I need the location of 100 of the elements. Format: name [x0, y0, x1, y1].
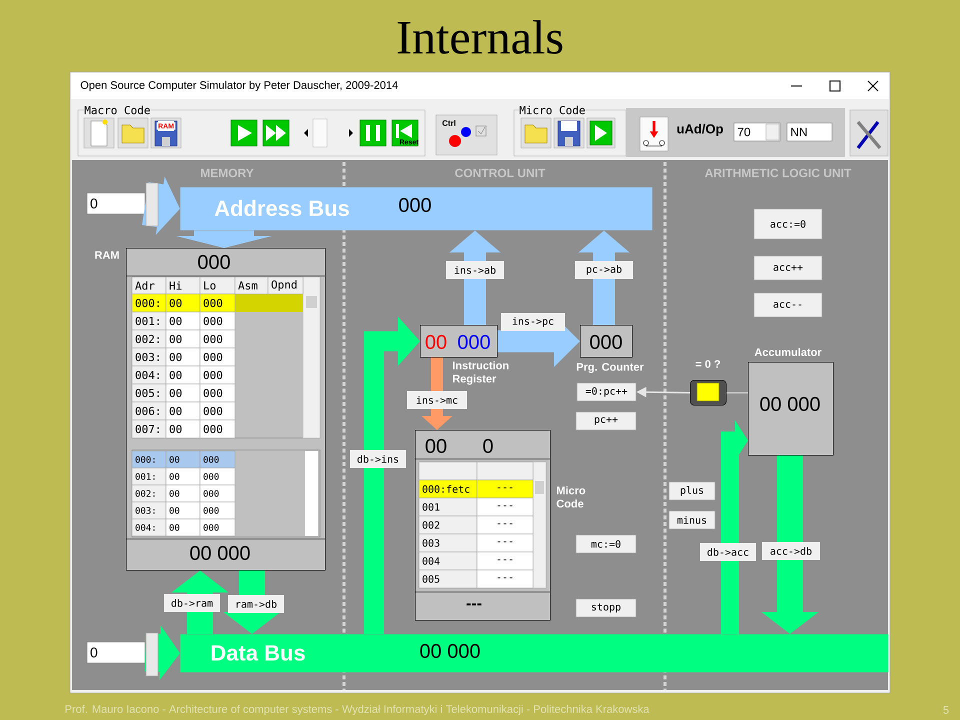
table-cell: 00 — [166, 294, 200, 312]
control-button: Ctrl — [436, 114, 498, 156]
table-cell: 000:fetc — [418, 480, 478, 498]
table-cell: 00 — [166, 518, 200, 536]
table-cell: 00 — [166, 484, 200, 502]
display-value: 000 — [458, 334, 490, 350]
table-cell: 00 — [166, 330, 200, 348]
table-cell: 00 — [166, 420, 200, 438]
table-cell: 000 — [200, 294, 236, 312]
control-button: mc:=0 — [576, 534, 636, 554]
register-caption: Prg. Counter — [576, 363, 644, 373]
edge-label: ins->ab — [446, 261, 504, 279]
table-cell: 006: — [132, 402, 166, 420]
table-cell: 000 — [200, 420, 236, 438]
window-title: Open Source Computer Simulator by Peter Dauscher, 2009-2014 — [80, 80, 398, 92]
number-field: 70 — [734, 122, 780, 142]
table-cell: --- — [476, 552, 534, 570]
display-value: 00 000 — [190, 546, 250, 560]
edge-label: db->acc — [700, 543, 756, 561]
display-value: 000 — [198, 254, 230, 270]
text-field: NN — [786, 122, 832, 142]
table-cell: 005: — [132, 384, 166, 402]
table-cell: 001: — [132, 468, 166, 486]
table-cell: --- — [476, 516, 534, 534]
register-caption: Micro Code — [556, 486, 586, 508]
edge-label: ram->db — [228, 595, 284, 613]
register-caption: Instruction Register — [453, 361, 508, 385]
table-cell: --- — [476, 570, 534, 588]
table-cell: Opnd — [268, 276, 304, 294]
bus-label: Data Bus — [212, 645, 305, 661]
table-cell: --- — [476, 498, 534, 516]
display-value: 00 — [426, 334, 446, 350]
edge-label: ins->pc — [501, 313, 565, 331]
display-value: --- — [466, 603, 482, 606]
display-value: 00 — [426, 438, 446, 454]
register-caption: = 0 ? — [696, 360, 720, 368]
table-cell: 000 — [200, 330, 236, 348]
control-button: acc-- — [754, 292, 822, 318]
control-button: acc:=0 — [754, 208, 822, 240]
display-value: 000 — [399, 198, 431, 212]
table-cell: 007: — [132, 420, 166, 438]
table-cell: --- — [476, 534, 534, 552]
table-cell: 000 — [200, 450, 236, 468]
table-cell: 003: — [132, 502, 166, 520]
table-cell: Lo — [200, 276, 236, 294]
table-cell: 00 — [166, 402, 200, 420]
table-cell: 002: — [132, 484, 166, 502]
display-value: 0 — [483, 438, 493, 454]
table-cell: 004: — [132, 518, 166, 536]
table-cell: 00 — [166, 312, 200, 330]
register-caption: RAM — [95, 251, 119, 259]
table-cell: 00 — [166, 366, 200, 384]
page-number: 5 — [943, 706, 949, 714]
edge-label: pc->ab — [575, 261, 633, 279]
table-cell: 00 — [166, 384, 200, 402]
section-heading: ARITHMETIC LOGIC UNIT — [704, 168, 852, 178]
bus-arrow — [721, 420, 748, 634]
edge-label: db->ins — [350, 450, 406, 468]
table-cell: --- — [476, 480, 534, 498]
control-button: acc++ — [754, 256, 822, 280]
table-cell: 000 — [200, 518, 236, 536]
table-cell: 000 — [200, 468, 236, 486]
table-cell: 000 — [200, 348, 236, 366]
table-cell: 000 — [200, 502, 236, 520]
table-cell: 00 — [166, 348, 200, 366]
table-cell: 000 — [200, 366, 236, 384]
edge-label: acc->db — [762, 542, 820, 560]
control-button: pc++ — [576, 412, 636, 430]
table-cell: 00 — [166, 502, 200, 520]
table-cell: 002: — [132, 330, 166, 348]
table-cell: 000 — [200, 402, 236, 420]
table-cell: Adr — [132, 276, 166, 294]
register-caption: Accumulator — [754, 348, 822, 356]
control-button: minus — [668, 510, 716, 530]
table-cell: 003: — [132, 348, 166, 366]
table-cell: Hi — [166, 276, 200, 294]
control-button: =0:pc++ — [576, 382, 636, 402]
table-cell: 000 — [200, 384, 236, 402]
display-value: 00 000 — [420, 644, 480, 658]
table-cell: 000: — [132, 294, 166, 312]
input-field: 0 — [86, 192, 146, 214]
table-cell: Asm — [234, 276, 268, 294]
table-cell: 001: — [132, 312, 166, 330]
group-label: Macro Code — [84, 106, 150, 114]
display-value: 00 000 — [760, 396, 820, 412]
table-cell: 002 — [418, 516, 478, 534]
group-label: Micro Code — [519, 106, 586, 114]
display-value: 000 — [590, 334, 622, 350]
input-field: 0 — [86, 642, 146, 664]
bus-label: Address Bus — [214, 200, 349, 216]
table-cell: 000: — [132, 450, 166, 468]
control-button: plus — [668, 482, 716, 500]
table-cell: 004 — [418, 552, 478, 570]
slide-title: Internals — [398, 20, 562, 54]
control-button: stopp — [576, 598, 636, 618]
field-label: uAd/Op — [677, 124, 723, 136]
table-cell: 000 — [200, 312, 236, 330]
table-cell: 000 — [200, 484, 236, 502]
table-cell: 00 — [166, 468, 200, 486]
connector-line — [726, 392, 748, 394]
